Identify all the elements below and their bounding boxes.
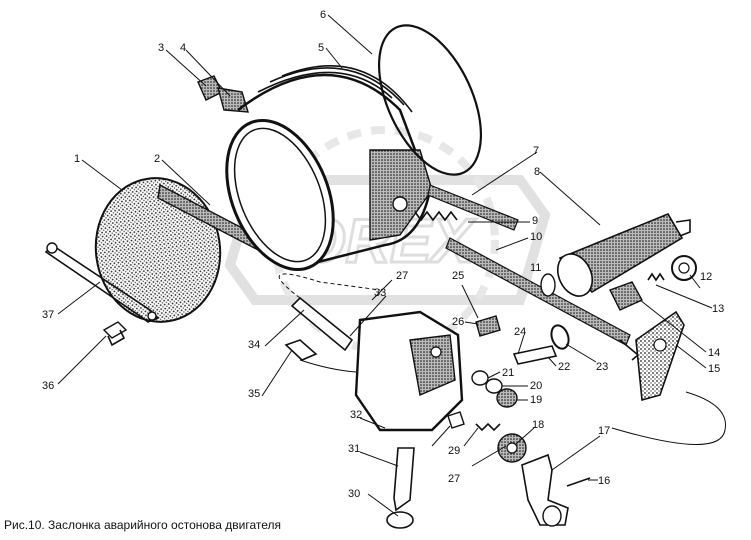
part-34-pin [290, 296, 354, 352]
part-26-fitting [475, 315, 501, 337]
callout-6: 6 [320, 9, 326, 21]
part-5-housing [225, 64, 433, 272]
callout-14: 14 [708, 347, 720, 359]
callout-17: 17 [598, 425, 610, 437]
part-30-cap [386, 511, 414, 529]
callout-36: 36 [42, 380, 54, 392]
callout-30: 30 [348, 488, 360, 500]
part-35-bolt [284, 339, 318, 361]
part-16-pin [566, 477, 591, 487]
part-13-spring [647, 272, 665, 282]
part-7-rod [427, 184, 519, 231]
part-12-nut [671, 255, 697, 281]
callout-22: 22 [558, 361, 570, 373]
callout-27-upper: 27 [396, 270, 408, 282]
part-37-lever [44, 242, 160, 323]
callout-32: 32 [350, 409, 362, 421]
part-14-nut [609, 281, 643, 311]
callout-12: 12 [700, 271, 712, 283]
part-11-washer [540, 273, 556, 297]
callout-23: 23 [596, 361, 608, 373]
callout-24: 24 [514, 326, 526, 338]
callout-3: 3 [158, 42, 164, 54]
callout-34: 34 [248, 339, 260, 351]
part-19-nut [496, 388, 518, 408]
callout-16: 16 [598, 475, 610, 487]
part-36-bolt [102, 321, 128, 347]
figure-caption: Рис.10. Заслонка аварийного остонова дви… [4, 518, 282, 532]
part-21-washer [471, 370, 489, 386]
callout-33: 33 [374, 287, 386, 299]
callout-21: 21 [502, 367, 514, 379]
callout-15: 15 [708, 363, 720, 375]
leader-lines [57, 14, 713, 517]
callout-18: 18 [532, 419, 544, 431]
callout-2: 2 [154, 153, 160, 165]
assembly-paths [278, 273, 727, 445]
part-29-screw [447, 411, 465, 429]
part-31-linkage [393, 447, 415, 512]
part-28-spring [475, 422, 501, 432]
callout-13: 13 [712, 303, 724, 315]
callout-8: 8 [534, 166, 540, 178]
callout-19: 19 [530, 394, 542, 406]
part-9-spring [414, 210, 458, 222]
callout-10: 10 [530, 231, 542, 243]
callout-25: 25 [452, 270, 464, 282]
part-32-valve-body [354, 310, 464, 432]
callout-11: 11 [530, 262, 541, 274]
callout-27-lower: 27 [448, 473, 460, 485]
callout-31: 31 [348, 443, 360, 455]
callout-1: 1 [74, 153, 80, 165]
callout-37: 37 [42, 309, 54, 321]
part-20-washer [485, 378, 503, 394]
part-24-shaft [512, 324, 570, 365]
callout-26: 26 [452, 316, 464, 328]
callout-labels: 1 2 3 4 5 6 7 8 9 10 11 12 13 14 15 16 1… [42, 9, 724, 500]
callout-5: 5 [318, 42, 324, 54]
callout-7: 7 [533, 145, 539, 157]
part-6-o-ring [377, 24, 483, 176]
part-8-cylinder [556, 212, 691, 297]
callout-35: 35 [248, 388, 260, 400]
callout-29: 29 [448, 445, 460, 457]
callout-4: 4 [180, 42, 186, 54]
part-15-gasket [635, 310, 685, 402]
part-17-lever [521, 453, 569, 527]
callout-9: 9 [532, 215, 538, 227]
callout-20: 20 [530, 380, 542, 392]
